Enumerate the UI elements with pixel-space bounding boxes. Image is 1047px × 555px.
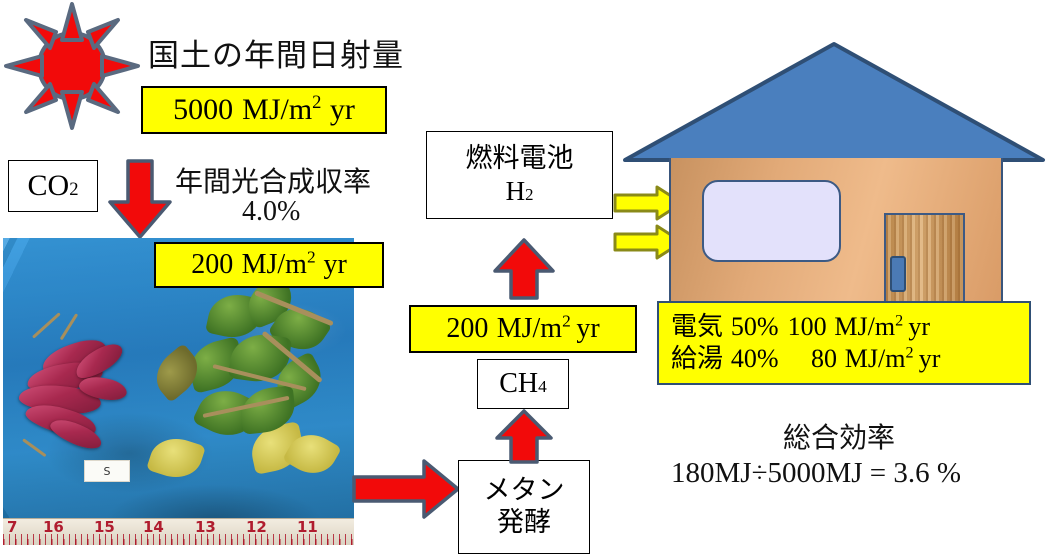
- biogas-value-unit-tail: yr: [576, 313, 600, 344]
- house-roof: [623, 42, 1045, 162]
- output-electricity-unit: MJ/m2: [834, 311, 904, 341]
- photosynthesis-label: 年間光合成収率: [175, 165, 372, 198]
- sample-label: S: [84, 460, 130, 482]
- arrow-up-red-icon: [493, 238, 555, 300]
- ruler-mark: 7: [7, 518, 18, 536]
- door-knob: [890, 256, 906, 292]
- house-window: [702, 180, 841, 262]
- solar-value-number: 5000: [173, 93, 234, 126]
- ruler-mark: 11: [297, 518, 318, 536]
- ruler-mark: 14: [143, 518, 164, 536]
- co2-label: CO: [27, 169, 70, 202]
- sample-label-text: S: [103, 464, 111, 478]
- biogas-value-number: 200: [446, 313, 489, 344]
- arrow-down-red-icon: [108, 159, 172, 239]
- output-row-electricity: 電気 50% 100 MJ/m2 yr: [671, 311, 930, 344]
- output-hotwater-label: 給湯: [671, 344, 724, 374]
- output-hotwater-percent: 40%: [730, 344, 779, 373]
- fuel-cell-h2-label: H: [505, 176, 526, 206]
- methane-box-line-1: メタン: [483, 475, 565, 507]
- output-electricity-percent: 50%: [730, 311, 779, 341]
- ruler-mark: 12: [246, 518, 267, 536]
- overall-efficiency-title: 総合効率: [783, 421, 896, 454]
- biomass-value-number: 200: [191, 249, 234, 280]
- solar-value-unit: MJ/m2: [242, 92, 322, 126]
- sun-icon: [4, 2, 140, 130]
- biogas-value-unit: MJ/m2: [496, 311, 571, 344]
- photo-ruler: 7 16 15 14 13 12 11: [3, 518, 354, 545]
- solar-value-unit-tail: yr: [329, 93, 355, 126]
- output-electricity-number: 100: [787, 311, 827, 341]
- solar-title: 国土の年間日射量: [148, 38, 404, 74]
- ch4-label: CH: [499, 368, 539, 399]
- fuel-cell-line-1: 燃料電池: [465, 142, 574, 174]
- output-electricity-label: 電気: [671, 311, 724, 342]
- overall-efficiency-formula: 180MJ÷5000MJ = 3.6 %: [671, 457, 962, 489]
- photosynthesis-value: 4.0%: [242, 196, 301, 227]
- solar-value-box: 5000 MJ/m2 yr: [141, 86, 387, 134]
- output-hotwater-unit: MJ/m2: [844, 344, 914, 373]
- ruler-mark: 15: [94, 518, 115, 536]
- house-icon: [622, 38, 1047, 317]
- output-hotwater-unit-tail: yr: [918, 344, 941, 373]
- biogas-value-box: 200 MJ/m2 yr: [409, 305, 637, 353]
- ruler-ticks-minor: [3, 539, 354, 545]
- arrow-right-red-icon: [352, 459, 460, 519]
- ruler-mark: 16: [43, 518, 64, 536]
- biomass-value-unit: MJ/m2: [241, 247, 316, 280]
- output-electricity-unit-tail: yr: [908, 311, 930, 341]
- sweet-potato-photo: S 7 16 15 14 13 12 11: [3, 238, 354, 545]
- biomass-value-box: 200 MJ/m2 yr: [154, 242, 384, 288]
- methane-fermentation-box: メタン 発酵: [458, 460, 590, 554]
- output-row-hot-water: 給湯 40% 80 MJ/m2 yr: [671, 343, 940, 376]
- biomass-value-unit-tail: yr: [323, 249, 347, 280]
- ruler-mark: 13: [195, 518, 216, 536]
- output-hotwater-number: 80: [810, 344, 837, 373]
- methane-box-line-2: 発酵: [497, 507, 551, 538]
- arrow-up-red-icon: [495, 409, 553, 464]
- household-output-box: 電気 50% 100 MJ/m2 yr 給湯 40% 80 MJ/m2 yr: [657, 301, 1031, 385]
